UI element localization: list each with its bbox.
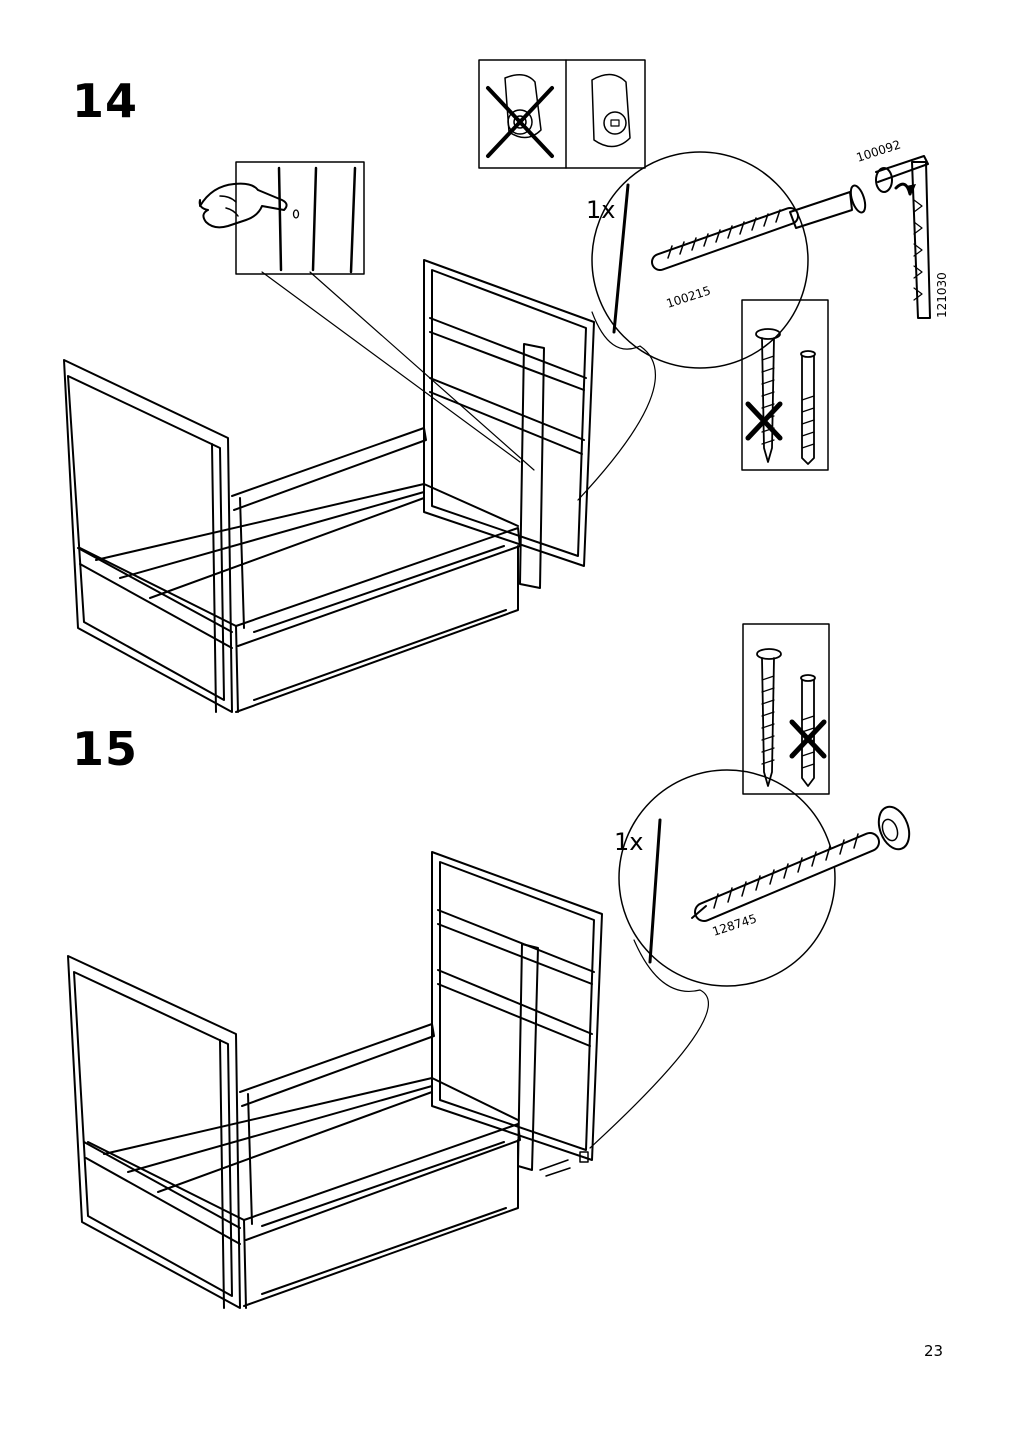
step-14-number: 14 <box>72 74 139 128</box>
screw-choice-panel-2 <box>742 623 830 795</box>
bed-frame-step-14 <box>63 259 595 713</box>
step-15-diagram: 1x 128745 <box>67 623 911 1309</box>
quantity-label: 1x <box>586 196 615 224</box>
page-number: 23 <box>924 1342 944 1360</box>
screw-100215 <box>651 184 867 271</box>
correct-hole-icon <box>591 73 631 148</box>
step-15-number: 15 <box>72 722 139 776</box>
bed-frame-step-15 <box>67 851 603 1309</box>
wrong-hole-icon <box>486 74 554 158</box>
zoom-callout-circle-15 <box>618 769 836 987</box>
screw-128745 <box>691 805 911 922</box>
screw-choice-panel-1 <box>741 299 829 471</box>
part-number-key: 100092 <box>855 137 903 164</box>
part-number-tool: 121030 <box>935 272 949 318</box>
hole-comparison-panel <box>478 59 646 169</box>
allen-key-tool <box>875 155 931 319</box>
quantity-label-15: 1x <box>614 828 643 856</box>
zoom-callout-circle <box>591 151 809 369</box>
finger-detail-panel <box>198 161 365 275</box>
part-number-screw: 100215 <box>665 283 713 310</box>
step-14-diagram: 1x 100215 100092 121030 <box>63 59 949 713</box>
